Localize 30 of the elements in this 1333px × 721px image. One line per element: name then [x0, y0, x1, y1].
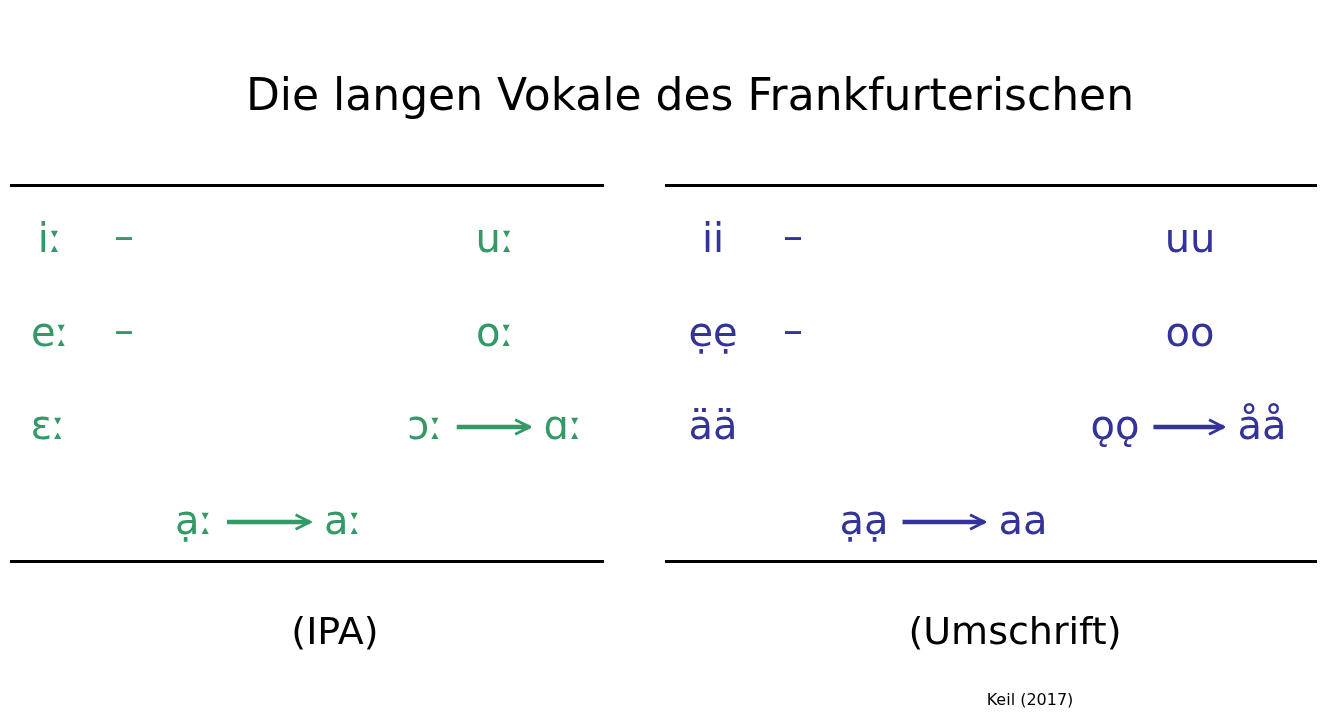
- table-caption: (Umschrift): [908, 611, 1122, 653]
- dash: –: [783, 214, 803, 258]
- vowel-symbol: ɑː: [543, 403, 583, 447]
- vowel-spelling: ẹẹ: [688, 310, 738, 354]
- vowel-symbol: ạː: [175, 498, 213, 542]
- vowel-symbol: ɔː: [407, 403, 443, 447]
- vowel-spelling: oo: [1165, 310, 1215, 354]
- vowel-spelling: ạạ: [839, 498, 889, 542]
- arrow: [227, 513, 312, 531]
- arrow: [456, 418, 531, 436]
- dash: –: [114, 308, 134, 352]
- dash: –: [783, 308, 803, 352]
- arrow: [902, 513, 986, 531]
- vowel-spelling: ää: [688, 403, 738, 447]
- dash: –: [114, 214, 134, 258]
- arrow: [1153, 418, 1225, 436]
- vowel-symbol: iː: [37, 216, 63, 260]
- vowel-symbol: ɛː: [30, 403, 66, 447]
- vowel-spelling: åå: [1237, 403, 1287, 447]
- vowel-spelling: aa: [998, 498, 1048, 542]
- vowel-symbol: eː: [30, 310, 70, 354]
- vowel-spelling: ǫǫ: [1090, 403, 1140, 447]
- vowel-symbol: oː: [476, 310, 514, 354]
- vowel-spelling: ii: [701, 216, 725, 260]
- vowel-spelling: uu: [1164, 216, 1216, 260]
- title: Die langen Vokale des Frankfurterischen: [245, 70, 1135, 120]
- vowel-symbol: uː: [475, 216, 515, 260]
- table-caption: (IPA): [291, 611, 379, 653]
- source-note: Keil (2017): [986, 691, 1074, 709]
- vowel-symbol: aː: [324, 498, 362, 542]
